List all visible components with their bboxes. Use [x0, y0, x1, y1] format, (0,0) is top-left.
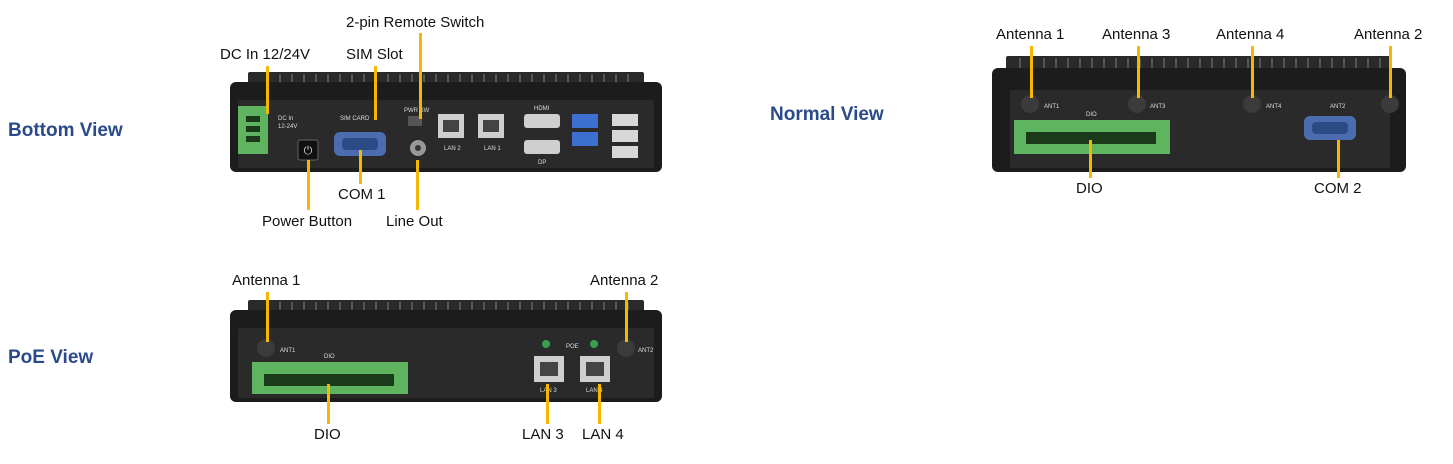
poe-ant1-connector — [257, 339, 275, 357]
lan3-port — [534, 356, 564, 382]
silk-poe: POE — [566, 344, 579, 350]
ant2-connector — [1381, 95, 1399, 113]
silk-poe-dio: DIO — [324, 354, 335, 360]
silk-ant4: ANT4 — [1266, 104, 1282, 110]
usb3-ports — [572, 114, 598, 146]
silk-dio: DIO — [1086, 112, 1097, 118]
poe-ant2-connector — [617, 339, 635, 357]
power-button-shape: ⏻ — [297, 139, 319, 161]
silk-pwr: PWR SW — [404, 108, 430, 114]
poe-view-title: PoE View — [8, 347, 94, 368]
dc-in-terminal — [238, 106, 268, 154]
leader-normal-antenna1 — [1030, 46, 1033, 98]
label-com1: COM 1 — [338, 186, 386, 203]
remote-switch-connector — [408, 116, 422, 126]
poe-led-2 — [590, 340, 598, 348]
silk-dp: DP — [538, 160, 546, 166]
silk-dc: DC In — [278, 116, 293, 122]
label-poe-lan4: LAN 4 — [582, 426, 624, 443]
normal-view-device: ANT1 ANT3 ANT4 ANT2 DIO — [990, 52, 1408, 174]
label-dc-in: DC In 12/24V — [220, 46, 311, 63]
poe-led-1 — [542, 340, 550, 348]
lan4-port — [580, 356, 610, 382]
poe-dio-terminal — [252, 362, 408, 394]
com2-port — [1304, 116, 1356, 140]
label-poe-antenna2: Antenna 2 — [590, 272, 659, 289]
leader-power-button — [307, 160, 310, 210]
silk-sim: SIM CARD — [340, 116, 370, 122]
bottom-view-device: DC In 12-24V ⏻ SIM CARD PWR SW LAN 2 LAN… — [228, 68, 664, 174]
svg-text:⏻: ⏻ — [304, 144, 313, 157]
usb2-ports — [612, 114, 638, 158]
label-remote-switch: 2-pin Remote Switch — [346, 14, 485, 31]
silk-lan1: LAN 1 — [484, 146, 501, 152]
silk-ant3: ANT3 — [1150, 104, 1166, 110]
silk-ant2: ANT2 — [1330, 104, 1346, 110]
leader-normal-antenna2 — [1389, 46, 1392, 98]
leader-com1 — [359, 150, 362, 184]
label-normal-com2: COM 2 — [1314, 180, 1362, 197]
leader-normal-antenna3 — [1137, 46, 1140, 98]
ant3-connector — [1128, 95, 1146, 113]
silk-hdmi: HDMI — [534, 106, 550, 112]
label-normal-antenna3: Antenna 3 — [1102, 26, 1171, 43]
silk-ant1: ANT1 — [1044, 104, 1060, 110]
lan1-port — [478, 114, 504, 138]
com1-port — [334, 132, 386, 156]
ant1-connector — [1021, 95, 1039, 113]
label-poe-lan3: LAN 3 — [522, 426, 564, 443]
dp-port — [524, 140, 560, 154]
dio-terminal — [1014, 120, 1170, 154]
silk-poe-ant1: ANT1 — [280, 348, 296, 354]
leader-line-out — [416, 160, 419, 210]
bottom-view-title: Bottom View — [8, 120, 123, 141]
label-normal-antenna1: Antenna 1 — [996, 26, 1065, 43]
silk-poe-ant2: ANT2 — [638, 348, 654, 354]
label-sim-slot: SIM Slot — [346, 46, 403, 63]
label-poe-antenna1: Antenna 1 — [232, 272, 301, 289]
label-normal-dio: DIO — [1076, 180, 1103, 197]
leader-poe-lan4 — [598, 384, 601, 424]
silk-lan2: LAN 2 — [444, 146, 461, 152]
label-normal-antenna4: Antenna 4 — [1216, 26, 1285, 43]
label-normal-antenna2: Antenna 2 — [1354, 26, 1423, 43]
silk-dc2: 12-24V — [278, 124, 297, 130]
leader-normal-com2 — [1337, 140, 1340, 178]
leader-poe-lan3 — [546, 384, 549, 424]
leader-sim-slot — [374, 66, 377, 120]
label-power-button: Power Button — [262, 213, 353, 230]
lan2-port — [438, 114, 464, 138]
leader-normal-dio — [1089, 140, 1092, 178]
leader-poe-dio — [327, 384, 330, 424]
silk-lan4: LAN 4 — [586, 388, 603, 394]
label-poe-dio: DIO — [314, 426, 341, 443]
leader-normal-antenna4 — [1251, 46, 1254, 98]
ant4-connector — [1243, 95, 1261, 113]
leader-poe-antenna1 — [266, 292, 269, 342]
normal-view-title: Normal View — [770, 104, 884, 125]
hdmi-port — [524, 114, 560, 128]
poe-view-device: ANT1 DIO POE LAN 3 LAN 4 ANT2 — [228, 296, 664, 404]
leader-dc-in — [266, 66, 269, 114]
label-line-out: Line Out — [386, 213, 443, 230]
leader-poe-antenna2 — [625, 292, 628, 342]
leader-remote-switch — [419, 33, 422, 119]
